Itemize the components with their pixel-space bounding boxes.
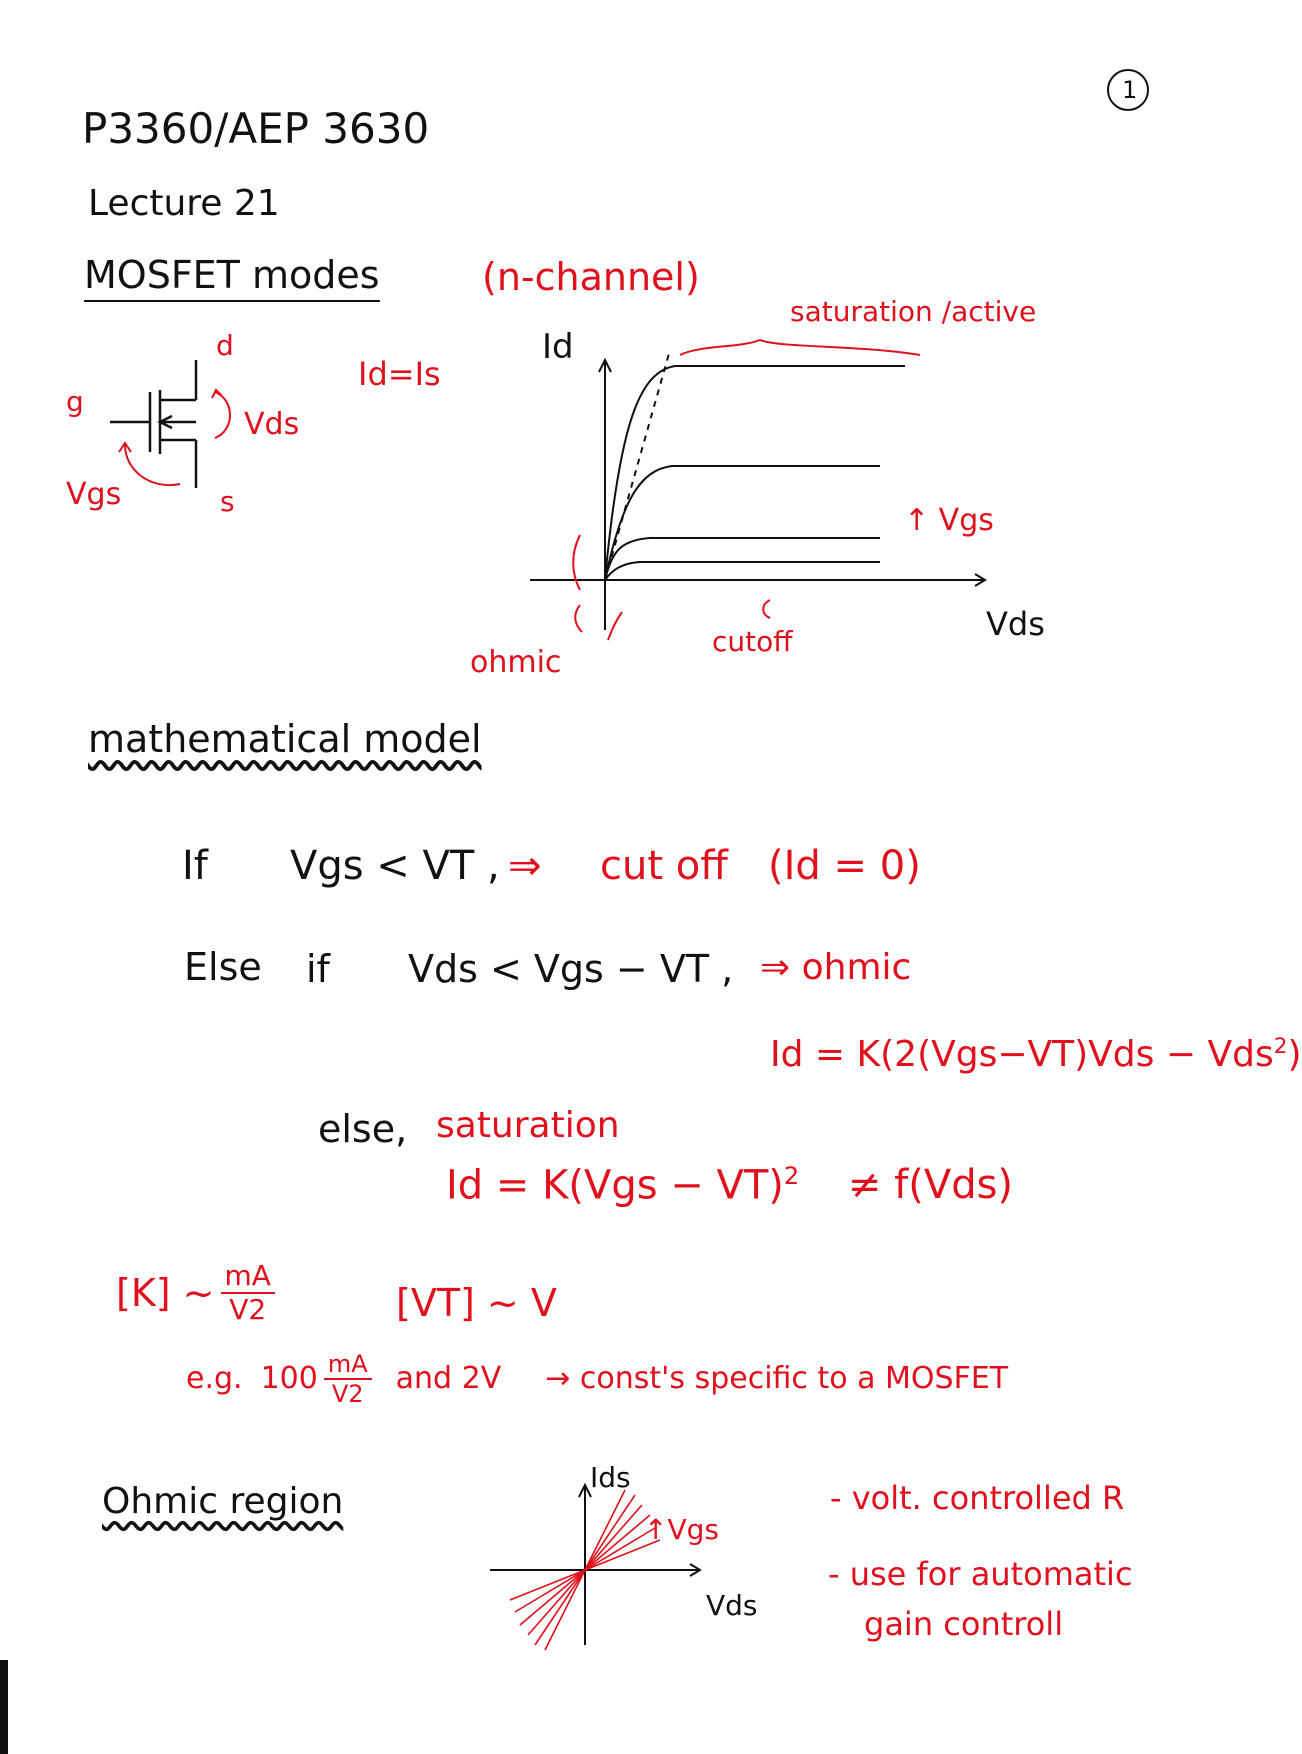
graph-y-label: Id	[542, 327, 574, 367]
sat-eq-sup: 2	[783, 1162, 800, 1190]
ohmic-vgs-arrow: ↑Vgs	[644, 1513, 719, 1546]
ohmic-y-label: Ids	[590, 1461, 631, 1494]
eg-value: 100	[260, 1361, 318, 1396]
eg-den: V2	[331, 1380, 364, 1408]
iv-boundary	[604, 349, 671, 581]
eg-label: e.g.	[186, 1361, 243, 1396]
ohmic-x-label: Vds	[706, 1589, 758, 1622]
units-k-den: V2	[229, 1293, 267, 1326]
units-example: e.g. 100 mA V2 and 2V → const's specific…	[186, 1352, 1008, 1406]
line2-if: if	[306, 947, 330, 991]
eg-frac: mA V2	[323, 1352, 372, 1408]
eg-num: mA	[323, 1352, 372, 1380]
ohmic-graph	[490, 1482, 702, 1645]
iv-curve-4	[604, 561, 880, 581]
label-vds: Vds	[244, 407, 300, 442]
line1-arrow: ⇒	[508, 843, 542, 889]
iv-curve-2	[604, 465, 880, 581]
line1-cond: Vgs < VT ,	[290, 843, 500, 889]
section-title-math-model: mathematical model	[88, 717, 482, 761]
units-k: [K] ~ mA V2	[116, 1262, 281, 1324]
ohmic-note-2a: - use for automatic	[828, 1555, 1133, 1593]
graph-vgs-arrow: ↑ Vgs	[904, 503, 994, 538]
label-d: d	[216, 329, 234, 362]
units-k-frac: mA V2	[220, 1262, 275, 1326]
line3-else: else,	[318, 1107, 408, 1151]
label-vgs: Vgs	[66, 477, 122, 512]
graph-x-label: Vds	[986, 605, 1045, 643]
course-code: P3360/AEP 3630	[82, 104, 430, 153]
label-s: s	[220, 485, 235, 518]
binding-mark	[0, 1660, 8, 1754]
ohmic-eq-close: )	[1287, 1034, 1302, 1075]
sat-eq-neq: ≠ f(Vds)	[847, 1162, 1014, 1209]
page-number: 1	[1122, 76, 1138, 104]
ohmic-equation: Id = K(2(Vgs−VT)Vds − Vds2)	[770, 1036, 1302, 1073]
ohmic-eq-main: Id = K(2(Vgs−VT)Vds − Vds	[770, 1034, 1274, 1075]
eq-id-is: Id=Is	[358, 355, 441, 393]
ohmic-note-1: - volt. controlled R	[830, 1479, 1125, 1517]
ohmic-lines	[509, 1489, 661, 1651]
line3-saturation: saturation	[436, 1105, 620, 1146]
section-title-ohmic-region: Ohmic region	[102, 1481, 344, 1522]
line1-if: If	[182, 843, 208, 889]
units-k-num: mA	[220, 1262, 275, 1294]
graph-cutoff-label: cutoff	[712, 625, 793, 658]
ohmic-note-2b: gain controll	[864, 1605, 1064, 1643]
lecture-title: Lecture 21	[88, 183, 280, 224]
saturation-equation: Id = K(Vgs − VT)2 ≠ f(Vds)	[446, 1164, 1013, 1205]
iv-annotations	[572, 338, 921, 641]
line1-cutoff: cut off	[600, 843, 728, 889]
graph-saturation-label: saturation /active	[790, 295, 1037, 328]
graph-ohmic-label: ohmic	[470, 645, 562, 680]
sat-eq-main: Id = K(Vgs − VT)	[446, 1162, 784, 1209]
mosfet-annotations	[118, 388, 231, 487]
units-vt: [VT] ~ V	[396, 1281, 557, 1325]
label-g: g	[66, 385, 84, 418]
mosfet-symbol	[110, 360, 198, 488]
ohmic-eq-sup: 2	[1273, 1034, 1288, 1059]
units-k-label: [K] ~	[116, 1271, 215, 1315]
line2-ohmic: ⇒ ohmic	[760, 947, 912, 988]
line2-cond: Vds < Vgs − VT ,	[408, 947, 734, 991]
section-subtitle-n-channel: (n-channel)	[482, 255, 700, 299]
line1-id-zero: (Id = 0)	[768, 843, 921, 889]
eg-note: → const's specific to a MOSFET	[545, 1361, 1009, 1396]
page-number-circle	[1107, 69, 1149, 111]
iv-graph	[530, 349, 987, 630]
section-title-mosfet-modes: MOSFET modes	[84, 256, 380, 302]
line2-else: Else	[184, 945, 262, 989]
iv-curve-1	[604, 365, 905, 581]
eg-and: and 2V	[395, 1361, 502, 1396]
iv-curve-3	[604, 537, 880, 581]
